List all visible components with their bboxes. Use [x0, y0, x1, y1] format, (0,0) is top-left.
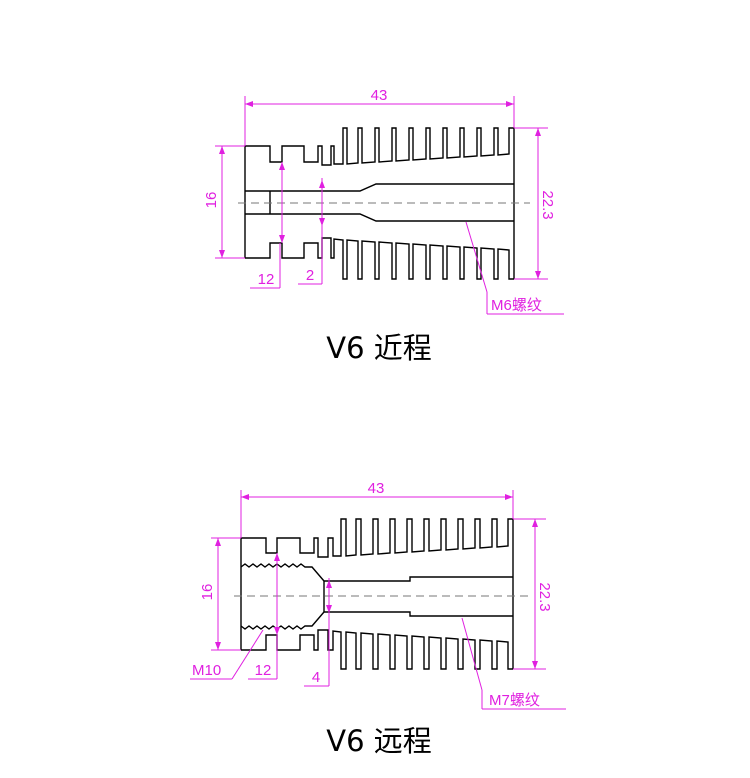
thread-label: M6螺纹 — [491, 297, 542, 314]
dim-gap-4: 4 — [304, 578, 332, 687]
dim-fin-height-22-3: 22.3 — [514, 127, 556, 280]
bore-lower — [245, 213, 514, 222]
heatsink-outline-long — [234, 518, 530, 670]
short-distance-diagram: 43 16 22.3 12 2 — [203, 87, 564, 365]
dim-fin-height-22-3-long: 22.3 — [513, 518, 553, 670]
neck-left-label: 12 — [258, 271, 275, 288]
length-label-long: 43 — [368, 480, 385, 497]
dim-thread-m6: M6螺纹 — [465, 221, 564, 315]
caption-long-distance: V6 远程 — [326, 724, 432, 758]
length-label: 43 — [371, 87, 388, 104]
heatsink-upper-profile-long — [240, 518, 514, 669]
long-distance-diagram: 43 16 22.3 12 4 — [190, 480, 566, 758]
thread-label-long: M7螺纹 — [489, 692, 540, 709]
heatsink-lower-profile — [245, 237, 514, 280]
heatsink-lower-profile-long — [241, 629, 513, 670]
bore-upper — [245, 183, 514, 192]
fin-height-label: 22.3 — [539, 190, 556, 219]
neck-left-label-long: 12 — [255, 662, 272, 679]
dim-neck-12: 12 — [250, 162, 285, 289]
height-label: 16 — [203, 192, 220, 209]
dim-thread-m10: M10 — [190, 629, 264, 680]
fin-height-label-long: 22.3 — [536, 582, 553, 611]
dim-length-43-long: 43 — [240, 480, 514, 538]
dim-gap-2: 2 — [298, 178, 325, 285]
thread-left-label: M10 — [192, 662, 221, 679]
thread-lower — [240, 611, 513, 630]
height-label-long: 16 — [199, 584, 216, 601]
dim-height-16: 16 — [203, 145, 245, 259]
neck-gap-label-long: 4 — [312, 669, 320, 686]
thread-upper — [240, 563, 513, 582]
neck-gap-label: 2 — [306, 267, 314, 284]
dim-neck-12-long: 12 — [248, 553, 280, 680]
dim-thread-m7: M7螺纹 — [461, 617, 566, 710]
dim-height-16-long: 16 — [199, 537, 241, 651]
caption-short-distance: V6 近程 — [326, 331, 432, 365]
heatsink-upper-profile — [244, 127, 515, 279]
dim-length-43: 43 — [244, 87, 515, 146]
